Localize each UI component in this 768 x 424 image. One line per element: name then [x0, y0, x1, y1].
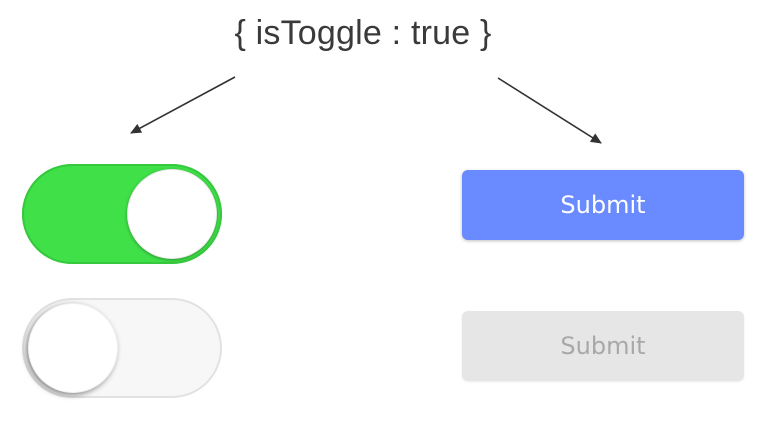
state-object-label: { isToggle : true } — [234, 14, 492, 52]
arrow-to-buttons — [497, 77, 602, 144]
submit-button-enabled[interactable]: Submit — [462, 170, 744, 240]
toggle-knob — [127, 169, 217, 259]
toggle-knob — [28, 303, 118, 393]
arrow-to-toggles — [130, 76, 236, 134]
submit-button-disabled: Submit — [462, 311, 744, 381]
toggle-switch-on[interactable] — [22, 164, 222, 264]
toggle-switch-off[interactable] — [22, 298, 222, 398]
